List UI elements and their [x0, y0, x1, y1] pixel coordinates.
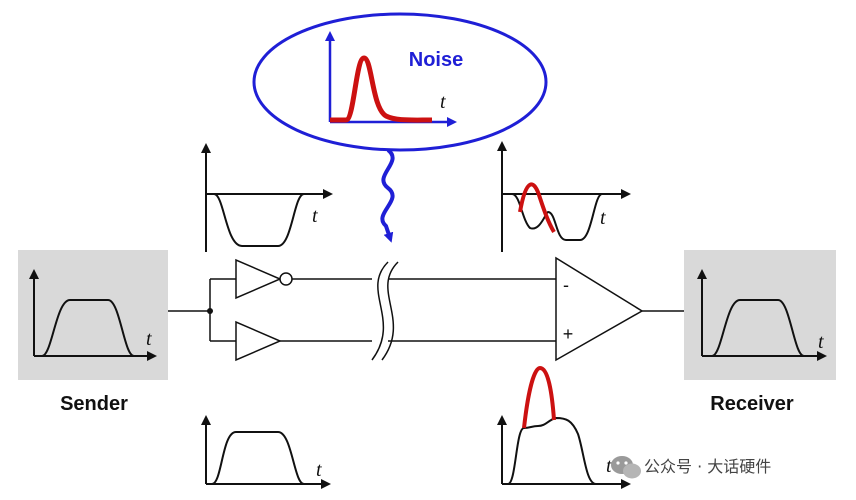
normal-noisy-plot: t [497, 365, 631, 489]
sender-axis-t: t [146, 328, 152, 350]
split-node [207, 308, 213, 314]
receiver-label: Receiver [710, 393, 794, 415]
watermark: 公众号 · 大话硬件 [611, 456, 771, 479]
watermark-text: 公众号 · 大话硬件 [644, 457, 771, 476]
receiver-block: t Receiver [684, 250, 836, 415]
noise-bump-inverted [518, 182, 556, 234]
wechat-icon [611, 456, 641, 479]
inverted-noisy-plot: t [497, 141, 631, 252]
sender-block: t Sender [18, 250, 168, 415]
plus-input-label: + [563, 324, 574, 344]
noise-pulse [330, 55, 433, 123]
inverted-waveform [206, 193, 314, 247]
noise-coupling-arrow [380, 148, 395, 243]
noise-label: Noise [409, 49, 463, 71]
receiver-box [684, 250, 836, 380]
differential-receiver [555, 256, 644, 362]
receiver-waveform [702, 299, 814, 357]
noise-bump-normal [522, 365, 556, 429]
sender-waveform [34, 299, 146, 357]
inverted-noisy-axis-t: t [600, 207, 606, 229]
sender-label: Sender [60, 393, 128, 415]
normal-signal-plot: t [201, 415, 331, 489]
inverted-plot-axis-t: t [312, 205, 318, 227]
sender-wiring [168, 278, 236, 342]
inverter-bubble [279, 272, 293, 286]
noise-source: Noise t [252, 12, 548, 243]
noise-ellipse [252, 12, 548, 152]
line-break-marks [371, 261, 399, 361]
normal-plot-axis-t: t [316, 459, 322, 481]
normal-noisy-axis-t: t [606, 455, 612, 477]
inverted-noisy-waveform [502, 193, 608, 241]
inverting-driver [235, 258, 293, 300]
noise-axis-t: t [440, 91, 446, 113]
normal-waveform [206, 431, 312, 485]
minus-input-label: - [563, 275, 569, 295]
inverted-signal-plot: t [201, 143, 333, 252]
sender-box [18, 250, 168, 380]
non-inverting-driver [235, 320, 282, 362]
normal-noisy-waveform [502, 416, 606, 485]
receiver-axis-t: t [818, 331, 824, 353]
transmission-lines [280, 278, 556, 342]
